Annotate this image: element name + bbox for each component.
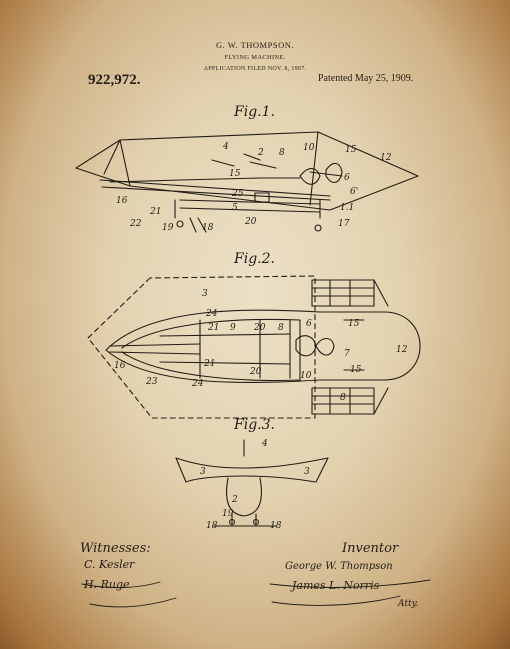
witnesses-label: Witnesses: [80, 541, 151, 556]
fig1-ref: 25 [231, 189, 244, 199]
patent-number: 922,972. [88, 72, 141, 88]
fig1-ref: 21 [149, 207, 161, 217]
fig1-ref: 12 [380, 153, 392, 163]
fig3-ref: 3 [304, 467, 310, 477]
signature-flourishes [81, 579, 431, 608]
inventor-label: Inventor [342, 541, 399, 556]
patented-date: Patented May 25, 1909. [318, 73, 414, 84]
fig1-ref: 17 [338, 219, 350, 229]
fig3-ref: 3 [200, 467, 206, 477]
fig1-ref: 4 [222, 142, 229, 152]
fig2-label: Fig.2. [234, 251, 275, 267]
fig2-ref: 15 [348, 319, 360, 329]
attorney-signature: James L. Norris [292, 579, 380, 592]
attorney-abbrev: Atty. [398, 599, 419, 609]
fig2-ref: 9 [230, 323, 236, 333]
fig2-ref: 8 [278, 323, 284, 333]
fig3-ref: 18 [270, 521, 282, 531]
fig1-ref: 19 [162, 223, 174, 233]
fig1-ref: 5 [232, 203, 238, 213]
fig1-ref: 22 [129, 219, 142, 229]
fig2-ref: 21 [203, 359, 215, 369]
fig2-reference-numerals: 3 24 21 9 20 8 6 15 12 7 16 21 20 10 15 … [114, 289, 408, 403]
fig1-ref: 18 [202, 223, 214, 233]
fig3-ref: 2 [231, 495, 238, 505]
fig2-ref: 10 [300, 371, 312, 381]
witness-signature-1: C. Kesler [84, 558, 135, 571]
fig1-ref: 6' [350, 187, 358, 197]
fig1-drawing [75, 131, 419, 233]
fig1-ref: 20 [244, 217, 257, 227]
fig2-ref: 16 [114, 361, 126, 371]
fig1-ref: 16 [116, 196, 128, 206]
fig2-ref: 23 [145, 377, 158, 387]
fig3-ref: 18 [206, 521, 218, 531]
application-filed: APPLICATION FILED NOV. 8, 1907. [203, 66, 307, 72]
fig3-ref: 4 [261, 439, 268, 449]
fig3-label: Fig.3. [234, 417, 275, 433]
inventor-signature: George W. Thompson [285, 561, 393, 572]
inventor-name-header: G. W. THOMPSON. [216, 40, 294, 50]
fig1-label: Fig.1. [234, 104, 275, 120]
fig2-ref: 6 [306, 319, 312, 329]
fig2-drawing [87, 275, 421, 419]
fig2-ref: 15 [350, 365, 362, 375]
fig1-reference-numerals: 4 2 8 10 15 12 15 6 6' 16 21 25 5 20 1.1… [116, 142, 392, 233]
fig3-drawing [175, 439, 329, 527]
fig1-ref: 15 [229, 169, 241, 179]
fig2-ref: 12 [396, 345, 408, 355]
fig2-ref: 24 [205, 309, 218, 319]
fig2-ref: 20 [253, 323, 266, 333]
fig1-ref: 1.1 [340, 203, 354, 213]
fig1-ref: 10 [303, 143, 315, 153]
fig1-ref: 6 [344, 173, 350, 183]
fig2-ref: 21 [207, 323, 219, 333]
fig1-ref: 8 [279, 148, 285, 158]
fig2-ref: 24 [191, 379, 204, 389]
fig1-ref: 15 [345, 145, 357, 155]
fig3-ref: 19 [222, 509, 234, 519]
patent-title: FLYING MACHINE. [224, 54, 286, 61]
fig2-ref: 3 [202, 289, 208, 299]
fig2-ref: 8 [340, 393, 346, 403]
fig2-ref: 20 [249, 367, 262, 377]
witness-signature-2: H. Ruge [84, 578, 130, 591]
fig3-reference-numerals: 4 3 3 2 19 18 18 [200, 439, 310, 531]
fig2-ref: 7 [344, 349, 350, 359]
fig1-ref: 2 [257, 148, 264, 158]
